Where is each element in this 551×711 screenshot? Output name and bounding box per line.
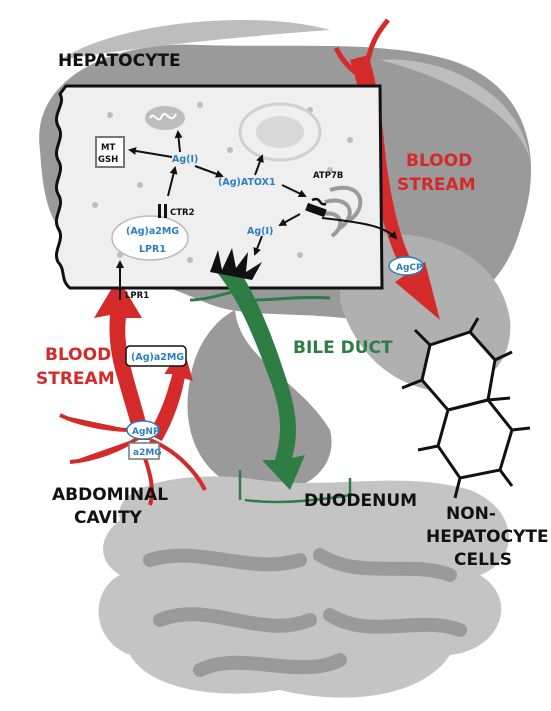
non-hepatocyte-label-2: HEPATOCYTE (426, 527, 549, 547)
agnp-label: AgNP (132, 427, 160, 437)
ctr2-label: CTR2 (170, 208, 195, 218)
a2mg-label: a2MG (133, 448, 162, 458)
blood-stream-left-label-2: STREAM (36, 369, 115, 389)
blood-stream-left (60, 278, 205, 505)
lpr1-outer-label: LPR1 (125, 291, 149, 301)
mitochondrion-icon (145, 106, 185, 130)
non-hepatocyte-label-3: CELLS (454, 550, 512, 570)
hepatocyte-label: HEPATOCYTE (58, 51, 181, 71)
ag-lower-label: Ag(I) (247, 226, 273, 237)
agcp-label: AgCP (396, 263, 423, 273)
mt-label: MT (101, 143, 115, 153)
bile-duct-label: BILE DUCT (293, 338, 393, 358)
duodenum-label: DUODENUM (304, 491, 417, 511)
ag-center-label: Ag(I) (172, 154, 198, 165)
blood-stream-right-label-1: BLOOD (406, 151, 472, 171)
non-hepatocyte-label-1: NON- (446, 504, 496, 524)
abdominal-label-2: CAVITY (74, 508, 143, 528)
ag-a2mg-outer-label: (Ag)a2MG (131, 352, 184, 363)
blood-stream-left-label-1: BLOOD (45, 345, 111, 365)
ag-atox1-label: (Ag)ATOX1 (218, 177, 276, 188)
atp7b-label: ATP7B (313, 171, 343, 181)
gsh-label: GSH (98, 155, 118, 165)
blood-stream-right-label-2: STREAM (397, 175, 476, 195)
abdominal-label-1: ABDOMINAL (52, 485, 168, 505)
lpr1-inner-label: LPR1 (139, 244, 166, 255)
ag-a2mg-inner-label: (Ag)a2MG (126, 226, 179, 237)
